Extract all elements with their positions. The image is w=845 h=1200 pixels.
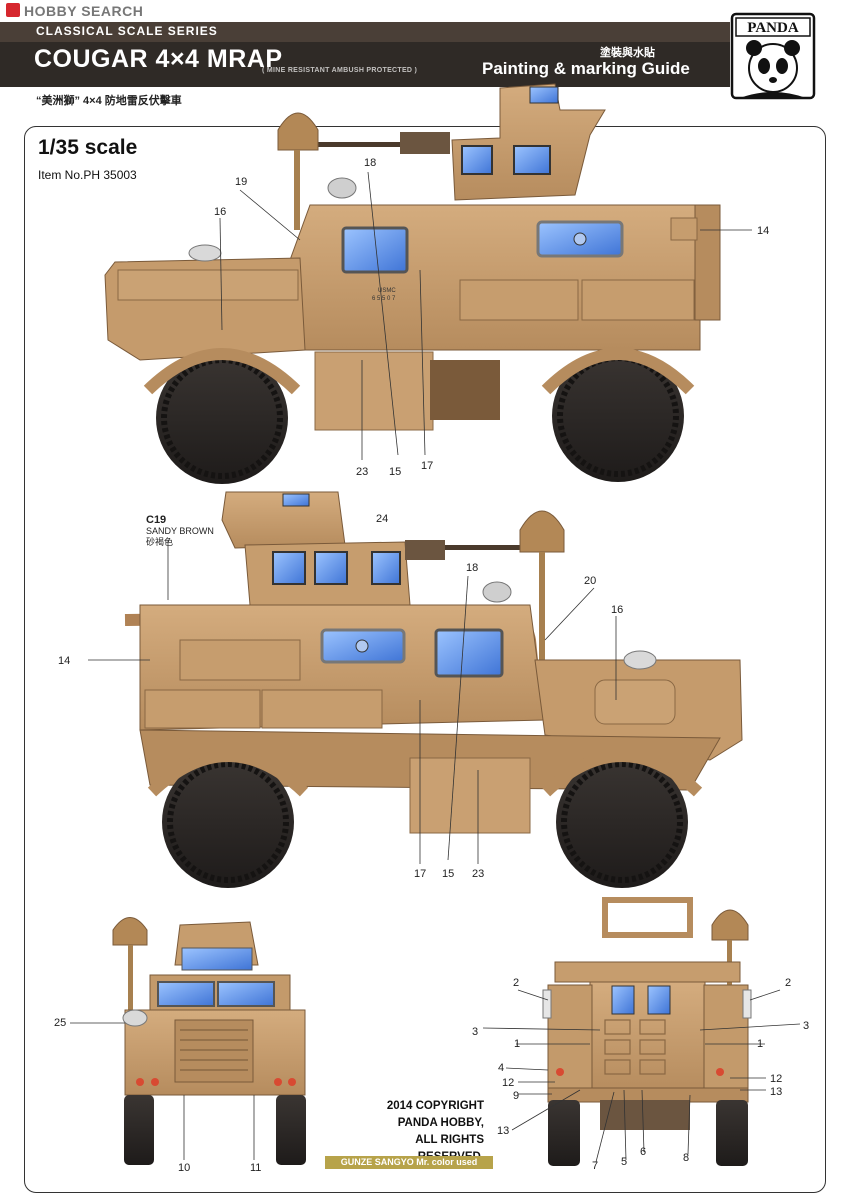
guide-label-cn: 塗裝與水貼 [600, 47, 655, 59]
callout-5: 5 [621, 1156, 628, 1168]
page-title: COUGAR 4×4 MRAP [34, 45, 283, 73]
plate-text-1: USMC [378, 288, 396, 294]
header-band [0, 42, 730, 87]
callout-9: 9 [513, 1090, 520, 1102]
side-view-left: USMC 6 5 5 0 7 [104, 83, 752, 484]
callout-3-left: 3 [472, 1026, 479, 1038]
rear-view [482, 897, 801, 1166]
copyright-line-1: 2014 COPYRIGHT [386, 1100, 484, 1112]
callout-2-right: 2 [785, 977, 792, 989]
hobby-search-logo-icon [6, 3, 20, 17]
callout-17-b: 17 [414, 868, 427, 880]
callout-13-right: 13 [770, 1086, 783, 1098]
callout-19: 19 [235, 176, 248, 188]
front-view [70, 917, 306, 1165]
callout-16: 16 [214, 206, 227, 218]
callout-4: 4 [498, 1062, 505, 1074]
plate-text-2: 6 5 5 0 7 [372, 296, 396, 302]
header-band-top [0, 22, 730, 42]
callout-2-left: 2 [513, 977, 520, 989]
panda-logo-icon: PANDA [730, 12, 816, 100]
watermark-bar: HOBBY SEARCH [0, 0, 845, 22]
series-label: CLASSICAL SCALE SERIES [36, 24, 218, 38]
callout-14: 14 [757, 225, 770, 237]
panda-logo-text: PANDA [747, 20, 799, 36]
guide-label: Painting & marking Guide [482, 59, 690, 78]
chinese-title: “美洲獅” 4×4 防地雷反伏擊車 [36, 95, 182, 107]
callout-12-right: 12 [770, 1073, 783, 1085]
callout-12-left: 12 [502, 1077, 515, 1089]
callout-15-b: 15 [442, 868, 455, 880]
title-subtitle: ( MINE RESISTANT AMBUSH PROTECTED ) [262, 67, 418, 74]
scale-label: 1/35 scale [38, 136, 138, 159]
callout-10: 10 [178, 1162, 191, 1174]
watermark-text: HOBBY SEARCH [24, 3, 144, 19]
callout-18: 18 [364, 157, 377, 169]
color-reference: C19 SANDY BROWN 砂褐色 [146, 515, 214, 548]
callout-25: 25 [54, 1017, 67, 1029]
color-name-cn: 砂褐色 [146, 537, 174, 547]
callout-11: 11 [250, 1162, 262, 1174]
color-name: SANDY BROWN [146, 526, 214, 536]
callout-23: 23 [356, 466, 369, 478]
callout-6: 6 [640, 1146, 647, 1158]
callout-1-right: 1 [757, 1038, 764, 1050]
copyright-line-2: PANDA HOBBY, [397, 1117, 484, 1129]
callout-1-left: 1 [514, 1038, 521, 1050]
callout-20: 20 [584, 575, 597, 587]
callout-3-right: 3 [803, 1020, 810, 1032]
callout-14-b: 14 [58, 655, 71, 667]
color-code: C19 [146, 514, 167, 526]
paint-note: GUNZE SANGYO Mr. color used [325, 1156, 493, 1169]
callout-16-b: 16 [611, 604, 624, 616]
callout-15: 15 [389, 466, 402, 478]
callout-8: 8 [683, 1152, 690, 1164]
callout-23-b: 23 [472, 868, 485, 880]
side-view-right [88, 491, 743, 888]
callout-24: 24 [376, 513, 389, 525]
item-number: Item No.PH 35003 [38, 168, 137, 182]
callout-18-b: 18 [466, 562, 479, 574]
callout-13-left: 13 [497, 1125, 510, 1137]
callout-7: 7 [592, 1160, 599, 1172]
callout-17: 17 [421, 460, 434, 472]
